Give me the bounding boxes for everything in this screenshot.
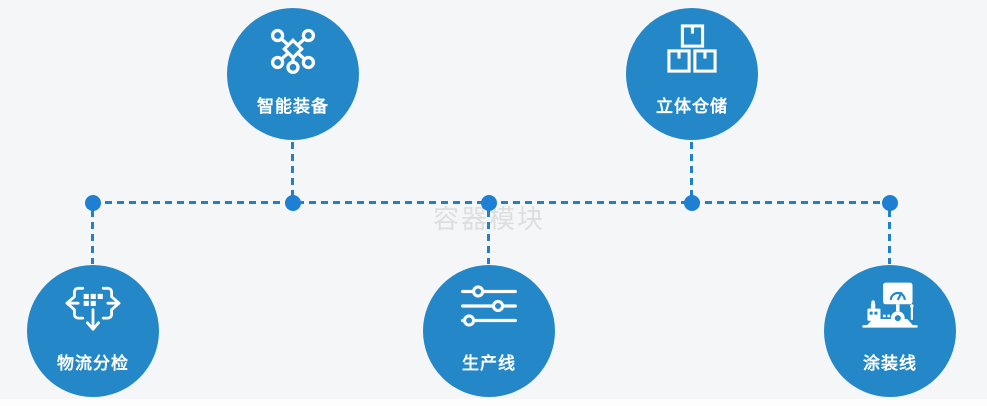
- junction-dot: [684, 195, 700, 211]
- connector-vertical-smart-equipment: [291, 142, 294, 196]
- coating-machine-icon: [857, 280, 923, 332]
- node-stereoscopic-storage: 立体仓储: [626, 8, 758, 140]
- junction-dot: [882, 195, 898, 211]
- connector-vertical-painting: [888, 210, 891, 264]
- bottom-strip: [0, 399, 987, 406]
- node-label: 物流分检: [57, 354, 129, 373]
- stacked-boxes-icon: [665, 23, 719, 75]
- junction-dot: [85, 195, 101, 211]
- node-label: 立体仓储: [656, 97, 728, 116]
- node-label: 涂装线: [863, 354, 917, 373]
- connector-vertical-production: [487, 210, 490, 264]
- connector-vertical-storage: [690, 142, 693, 196]
- sliders-icon: [460, 280, 518, 332]
- sorting-arrows-icon: [65, 280, 121, 332]
- node-production-line: 生产线: [423, 265, 555, 397]
- node-painting-line: 涂装线: [824, 265, 956, 397]
- junction-dot: [481, 195, 497, 211]
- node-label: 智能装备: [257, 97, 329, 116]
- junction-dot: [285, 195, 301, 211]
- network-nodes-icon: [266, 23, 320, 75]
- node-logistics-sorting: 物流分检: [27, 265, 159, 397]
- node-smart-equipment: 智能装备: [227, 8, 359, 140]
- node-label: 生产线: [462, 354, 516, 373]
- connector-vertical-logistics: [91, 210, 94, 264]
